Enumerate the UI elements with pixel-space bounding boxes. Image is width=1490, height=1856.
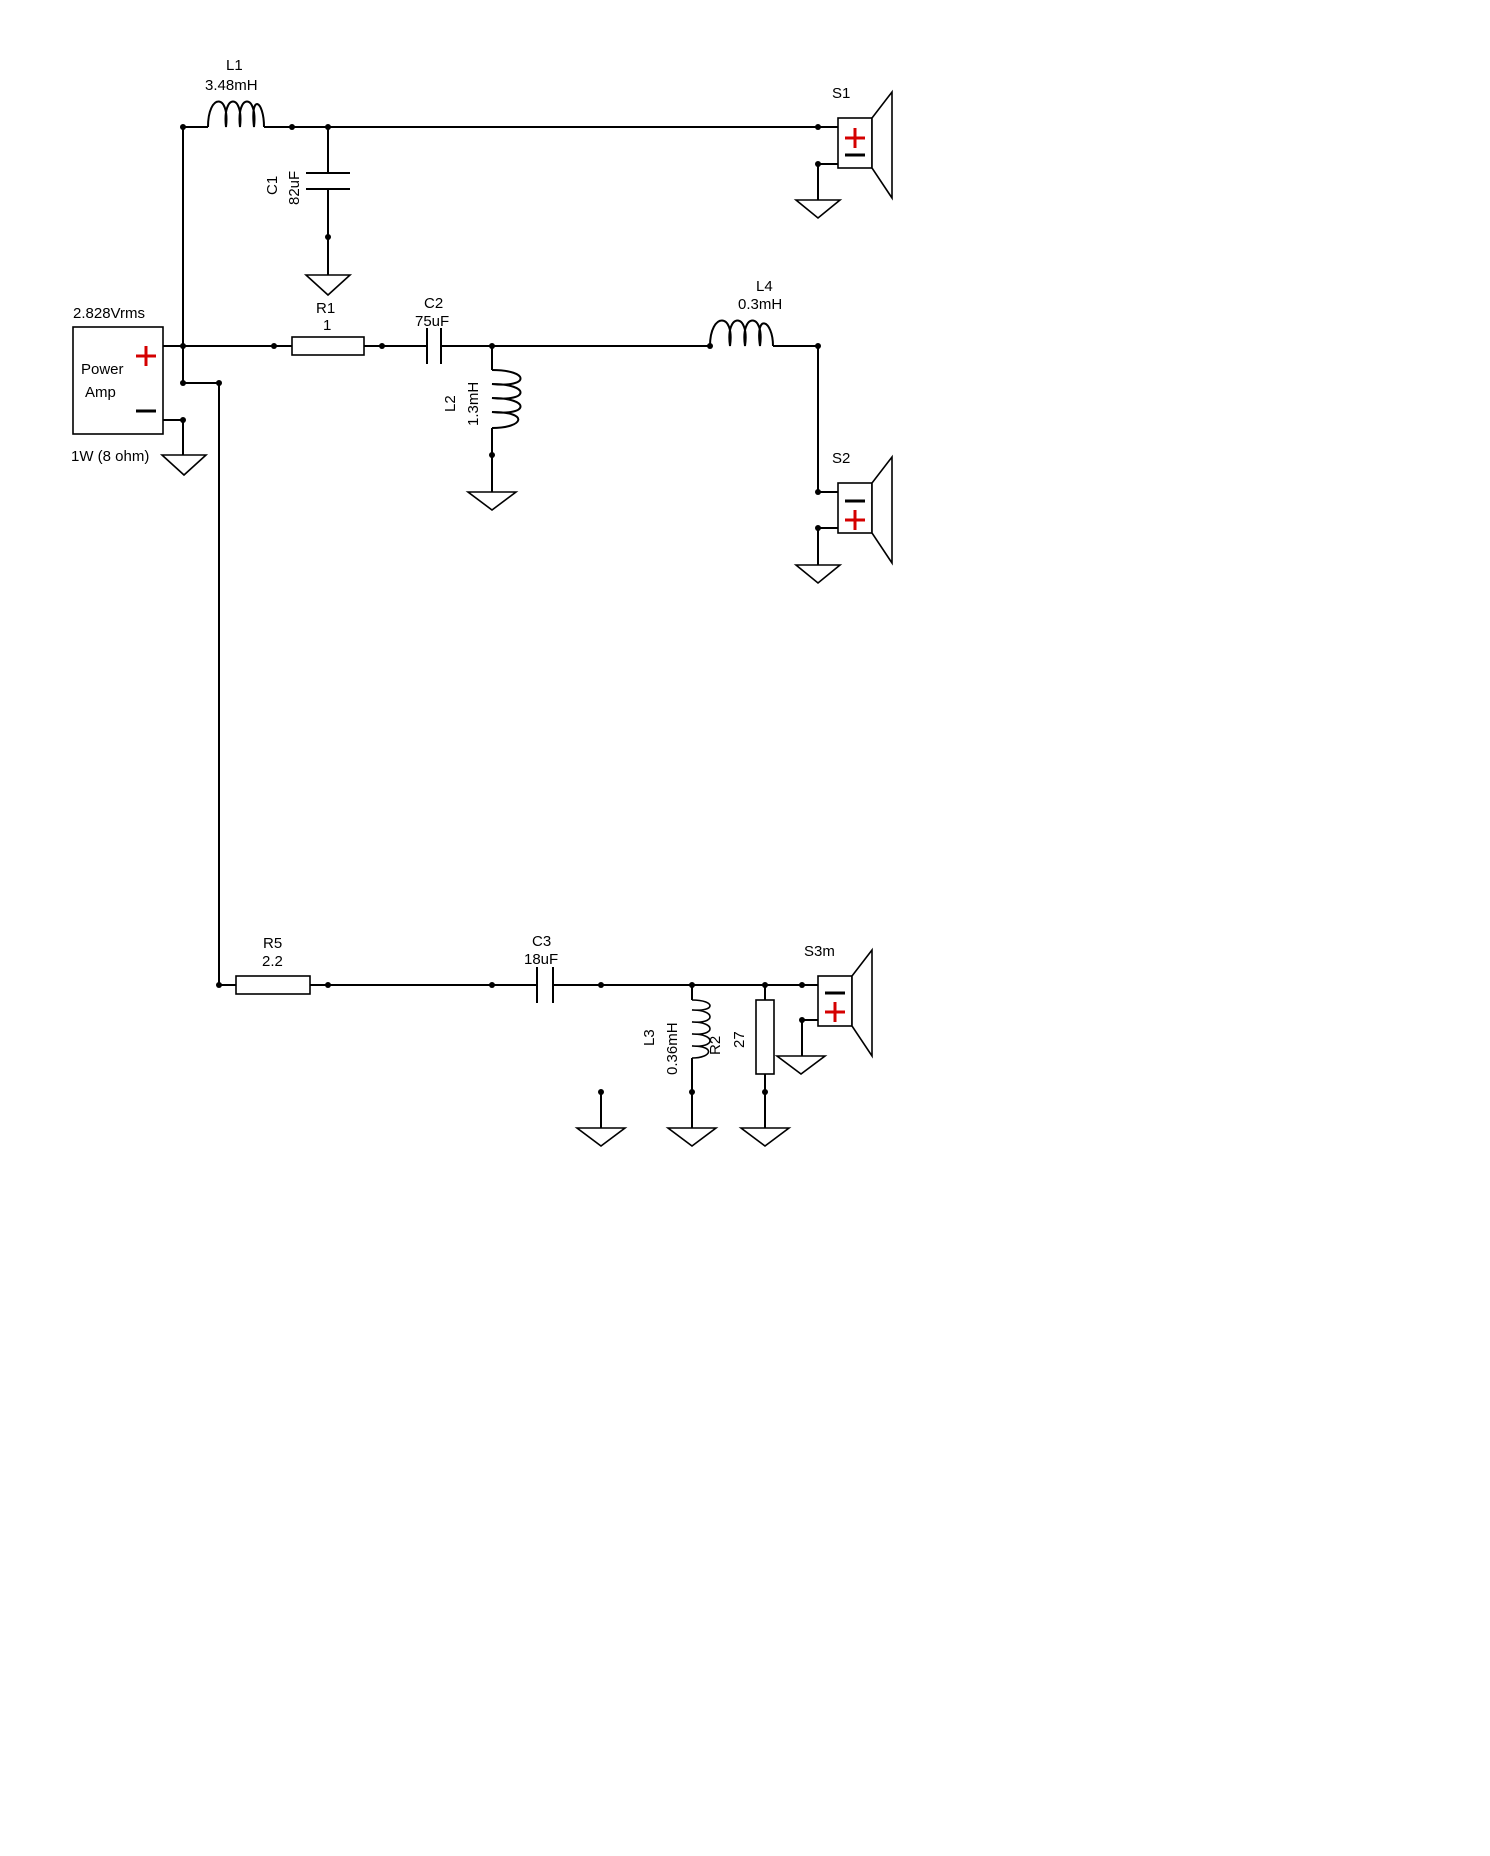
S1-ref: S1 <box>832 85 850 102</box>
L2-value: 1.3mH <box>465 382 482 426</box>
inductor-L1[interactable]: L1 3.48mH <box>205 57 265 128</box>
L4-ref: L4 <box>756 278 773 295</box>
ground-icon <box>159 454 209 477</box>
R2-ref: R2 <box>707 1036 724 1055</box>
L2-ref: L2 <box>442 395 459 412</box>
S1-wires <box>815 126 838 200</box>
C2-value: 75uF <box>415 313 449 330</box>
inductor-L2[interactable]: L2 1.3mH <box>442 369 522 429</box>
S2-ref: S2 <box>832 450 850 467</box>
ground-icon <box>665 1127 719 1147</box>
S3m-plus-icon <box>825 1002 845 1022</box>
capacitor-C1[interactable]: C1 82uF <box>264 171 350 205</box>
R5-ref: R5 <box>263 935 282 952</box>
amp-plus-terminal-icon <box>136 346 156 366</box>
L4-value: 0.3mH <box>738 296 782 313</box>
resistor-R5[interactable]: R5 2.2 <box>235 935 311 995</box>
ground-icon <box>303 274 353 297</box>
S3m-ref: S3m <box>804 943 835 960</box>
ground-icon <box>774 1055 828 1075</box>
S3m-wires <box>799 984 818 1056</box>
ground-icon <box>738 1127 792 1147</box>
main-bus-wires <box>163 127 222 985</box>
ground-icon <box>793 564 843 585</box>
S2-plus-icon <box>845 510 865 530</box>
C3-value: 18uF <box>524 951 558 968</box>
L3-value: 0.36mH <box>664 1022 681 1075</box>
speaker-S1[interactable]: S1 <box>832 85 893 201</box>
capacitor-C3[interactable]: C3 18uF <box>524 933 560 1003</box>
L3-ref: L3 <box>641 1029 658 1046</box>
amp-power-label: 1W (8 ohm) <box>71 448 149 465</box>
resistor-R1[interactable]: R1 1 <box>291 300 365 356</box>
amp-name-line1: Power <box>81 361 124 378</box>
L1-ref: L1 <box>226 57 243 74</box>
R1-ref: R1 <box>316 300 335 317</box>
S2-wires <box>815 489 838 565</box>
amp-voltage-label: 2.828Vrms <box>73 305 145 322</box>
power-amp[interactable]: 2.828Vrms Power Amp 1W (8 ohm) <box>71 305 164 465</box>
R5-value: 2.2 <box>262 953 283 970</box>
C1-value: 82uF <box>286 171 303 205</box>
R1-value: 1 <box>323 317 331 334</box>
R2-value: 27 <box>731 1031 748 1048</box>
speaker-S2[interactable]: S2 <box>832 450 893 566</box>
speaker-S3m[interactable]: S3m <box>804 943 873 1059</box>
inductor-L4[interactable]: L4 0.3mH <box>709 278 782 347</box>
top-branch-wires <box>180 124 821 275</box>
middle-branch-wires <box>183 343 821 492</box>
L1-value: 3.48mH <box>205 77 258 94</box>
ground-icon <box>574 1127 628 1147</box>
resistor-R2[interactable]: R2 27 <box>707 999 775 1075</box>
C1-ref: C1 <box>264 176 281 195</box>
inductor-L3[interactable]: L3 0.36mH <box>641 999 711 1075</box>
S1-plus-icon <box>845 128 865 148</box>
C2-ref: C2 <box>424 295 443 312</box>
ground-icon <box>793 199 843 220</box>
bottom-branch-wires <box>216 982 818 1128</box>
capacitor-C2[interactable]: C2 75uF <box>415 295 450 364</box>
amp-ground-wire <box>163 417 186 455</box>
C3-ref: C3 <box>532 933 551 950</box>
amp-name-line2: Amp <box>85 384 116 401</box>
ground-icon <box>465 491 519 511</box>
